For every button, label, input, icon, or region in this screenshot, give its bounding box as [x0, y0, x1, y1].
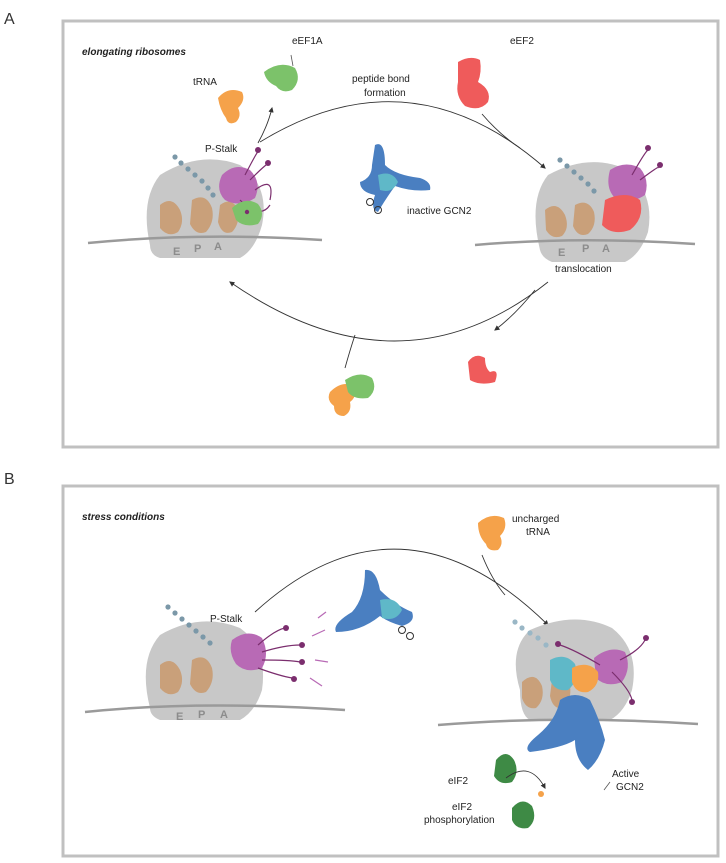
phosphate-dot: [538, 791, 544, 797]
trna-label: tRNA: [193, 77, 217, 88]
nascent-peptide-right-b: [512, 619, 549, 648]
translocation-label: translocation: [555, 264, 612, 275]
stalk-arm: [639, 166, 659, 181]
gcn2-free-icon: [335, 569, 414, 640]
mrna-strand: [87, 235, 323, 245]
gcn2-teal-domain: [550, 656, 577, 691]
site-p-label-b: P: [198, 709, 205, 721]
arrow-bottom: [229, 281, 549, 342]
active-label: Active: [612, 769, 640, 780]
p-stalk-left-a: [219, 147, 272, 212]
eif2-label: eIF2: [448, 776, 468, 787]
site-e-label: E: [173, 246, 180, 258]
eef1a-free-icon: [264, 64, 298, 92]
arrow-b-top: [254, 548, 549, 626]
ribosome-left-b: E P A: [84, 621, 346, 723]
panel-b-frame: [61, 484, 720, 858]
site-a-label: A: [214, 241, 222, 253]
stalk-tip-dot: [657, 162, 663, 168]
release-lines: [309, 611, 329, 687]
nascent-peptide: [172, 154, 216, 198]
site-e-label-2: E: [558, 247, 565, 259]
ribosome-left-a: E P A: [87, 159, 323, 258]
trna-label-b: tRNA: [526, 527, 550, 538]
uncharged-trna-bound: [572, 664, 599, 693]
gcn2-active-icon: [527, 695, 605, 770]
site-p-label-2: P: [582, 243, 589, 255]
leader-line: [290, 54, 294, 67]
active-stalk-arms: [559, 639, 646, 701]
arrow-eef1a-out: [257, 106, 274, 144]
inactive-gcn2-label: inactive GCN2: [407, 206, 472, 217]
mrna-strand: [84, 704, 346, 714]
p-stalk-right-b: [594, 649, 628, 685]
eif2-phos-label-2: phosphorylation: [424, 815, 495, 826]
p-stalk-left-b: [230, 633, 266, 671]
panel-a-frame: [61, 19, 720, 449]
site-a-label-2: A: [602, 243, 610, 255]
site-a-label-b: A: [220, 709, 228, 721]
uncharged-label: uncharged: [512, 514, 559, 525]
mrna-strand-right: [474, 238, 696, 247]
formation-label: formation: [364, 88, 406, 99]
peptide-bond-label: peptide bond: [352, 74, 410, 85]
arrow-phosphorylation: [505, 770, 546, 789]
eef2-bound: [602, 195, 642, 233]
p-stalk-label-b: P-Stalk: [210, 614, 243, 625]
arrow-trna-in: [481, 554, 506, 596]
nascent-peptide-b: [165, 604, 213, 646]
site-e-label-b: E: [176, 711, 183, 723]
stalk-tip-dot: [645, 145, 651, 151]
gcn2-inactive-icon: [360, 144, 431, 214]
leader-line: [603, 781, 611, 791]
eef2-free-icon: [457, 57, 489, 109]
eef1a-label: eEF1A: [292, 36, 323, 47]
eif2-phospho-icon: [512, 801, 535, 829]
arrow-eef2-out: [494, 289, 536, 331]
site-p-label: P: [194, 243, 201, 255]
uncharged-trna-icon: [478, 515, 506, 551]
stalk-tips: [283, 625, 305, 682]
panel-b-letter: B: [4, 471, 15, 488]
arrow-eef2-in: [481, 113, 521, 149]
eef1a-complex-icon: [345, 374, 375, 399]
eef2-released-icon: [468, 355, 497, 384]
panel-a-letter: A: [4, 11, 15, 28]
eif2-phos-label-1: eIF2: [452, 802, 472, 813]
arrow-lower-left: [344, 334, 356, 369]
p-stalk-right-a: [608, 164, 647, 201]
p-stalk-label-a: P-Stalk: [205, 144, 238, 155]
stalk-tip-dot: [244, 209, 250, 215]
nascent-peptide-right: [557, 157, 597, 194]
panel-a-title: elongating ribosomes: [82, 47, 186, 58]
gcn2-label-b: GCN2: [616, 782, 644, 793]
panel-b-title: stress conditions: [82, 512, 165, 523]
eif2-icon: [494, 754, 517, 784]
ribosome-right-a: E P A: [474, 162, 696, 262]
trna-free-icon: [218, 90, 244, 124]
active-stalk-tips: [555, 635, 649, 705]
eef2-label: eEF2: [510, 36, 534, 47]
